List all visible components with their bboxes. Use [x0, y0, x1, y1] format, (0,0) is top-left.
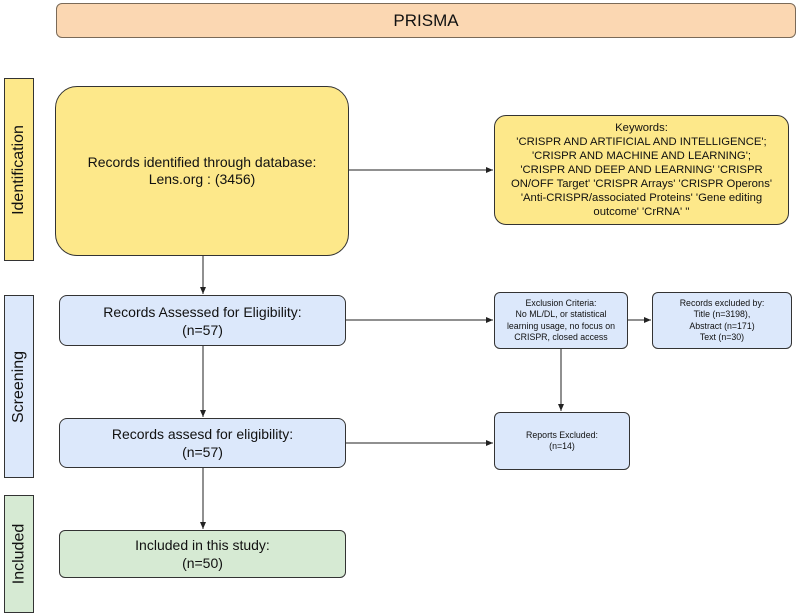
records-excluded-line-4: Text (n=30) [699, 332, 745, 342]
stage-screening: Screening [4, 295, 34, 478]
records-excluded-box: Records excluded by: Title (n=3198), Abs… [652, 292, 792, 349]
keywords-line-7: outcome' 'CrRNA' '' [593, 206, 690, 218]
records-excluded-line-3: Abstract (n=171) [689, 320, 755, 331]
records-excluded-line-1: Records excluded by: [679, 297, 765, 308]
prisma-title: PRISMA [393, 10, 459, 30]
records-identified-line-1: Records identified through database: [87, 154, 317, 170]
keywords-box: Keywords: 'CRISPR AND ARTIFICIAL AND INT… [494, 115, 789, 225]
assessed-eligibility-2-line-1: Records assesd for eligibility: [111, 426, 294, 442]
exclusion-criteria-line-1: Exclusion Criteria: [525, 297, 597, 308]
exclusion-criteria-line-3: learning usage, no focus on [506, 320, 616, 331]
keywords-line-2: 'CRISPR AND ARTIFICIAL AND INTELLIGENCE'… [516, 136, 767, 148]
assessed-eligibility-line-1: Records Assessed for Eligibility: [103, 303, 302, 320]
stage-identification: Identification [4, 78, 34, 261]
keywords-line-3: 'CRISPR AND MACHINE AND LEARNING'; [532, 150, 751, 162]
keywords-line-5: ON/OFF Target' 'CRISPR Arrays' 'CRISPR O… [510, 178, 773, 190]
included-study-box: Included in this study: (n=50) [59, 530, 346, 578]
records-identified-box: Records identified through database: Len… [55, 86, 349, 256]
assessed-eligibility-box: Records Assessed for Eligibility: (n=57) [59, 295, 346, 346]
stage-included: Included [4, 495, 34, 613]
reports-excluded-line-1: Reports Excluded: [526, 429, 598, 440]
included-study-line-2: (n=50) [182, 555, 223, 571]
records-excluded-line-2: Title (n=3198), [693, 309, 751, 319]
exclusion-criteria-line-2: No ML/DL, or statistical [515, 309, 607, 319]
assessed-eligibility-2-box: Records assesd for eligibility: (n=57) [59, 418, 346, 468]
keywords-line-6: 'Anti-CRISPR/associated Proteins' 'Gene … [520, 192, 763, 204]
reports-excluded-box: Reports Excluded: (n=14) [494, 412, 630, 470]
keywords-line-4: 'CRISPR AND DEEP AND LEARNING' 'CRISPR [520, 164, 763, 176]
included-study-line-1: Included in this study: [135, 537, 270, 553]
assessed-eligibility-2-line-2: (n=57) [182, 444, 223, 460]
prisma-title-box: PRISMA [56, 3, 796, 38]
reports-excluded-line-2: (n=14) [549, 441, 575, 451]
keywords-line-1: Keywords: [615, 122, 668, 134]
exclusion-criteria-box: Exclusion Criteria: No ML/DL, or statist… [494, 292, 628, 349]
exclusion-criteria-line-4: CRISPR, closed access [514, 332, 608, 342]
assessed-eligibility-line-2: (n=57) [182, 321, 223, 338]
records-identified-line-2: Lens.org : (3456) [148, 171, 256, 187]
